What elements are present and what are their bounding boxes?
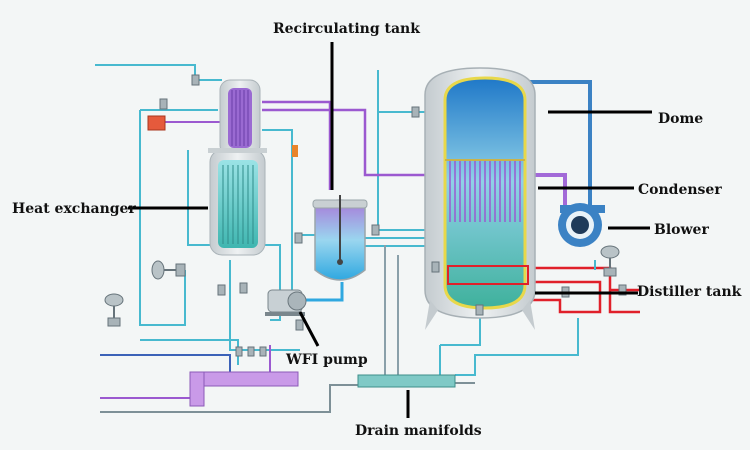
drain-manifold-left-down	[189, 371, 205, 407]
valve-9	[371, 224, 380, 236]
drain-manifolds	[189, 371, 456, 407]
valve-14	[411, 106, 420, 118]
heat-exchanger	[208, 79, 267, 256]
actuator-valve-mid	[151, 260, 186, 280]
valve-1	[191, 74, 200, 86]
orange-indicator	[292, 145, 298, 157]
label-heat-exchanger: Heat exchanger	[12, 201, 136, 217]
actuator-valve-left	[104, 293, 124, 327]
condenser-tubes	[449, 160, 521, 222]
pipe-purple-condenser	[528, 173, 567, 205]
drain-manifold-right	[357, 374, 456, 388]
pump-base	[265, 312, 305, 316]
pipe-cyan-left-vertical	[139, 110, 186, 326]
distiller-tank	[424, 67, 536, 330]
heater-element	[447, 265, 529, 285]
valve-5	[294, 232, 303, 244]
pipe-blue-bottom	[100, 354, 231, 372]
hx-lower-tubes	[222, 165, 254, 244]
pipe-cyan-top	[95, 64, 222, 81]
pipe-cyan-hx-feed	[187, 150, 212, 246]
leader-lines	[128, 42, 652, 418]
valve-7	[247, 346, 255, 357]
valve-8	[259, 346, 267, 357]
blower-hub	[571, 216, 589, 234]
label-dome: Dome	[658, 111, 703, 127]
pipe-cyan-hx-right	[262, 129, 293, 300]
pipe-cyan-bottom-left	[140, 339, 239, 365]
rec-tank-impeller	[337, 259, 343, 265]
pipe-blue-blower-dome	[528, 80, 592, 205]
label-distiller-tank: Distiller tank	[637, 284, 742, 300]
pipe-cyan-hx-mid	[262, 244, 281, 321]
label-blower: Blower	[654, 222, 709, 238]
pipe-cyan-distiller-bottom	[440, 318, 481, 346]
pump-head	[287, 291, 307, 311]
valve-11	[475, 304, 484, 316]
hx-flange	[208, 148, 267, 153]
pipe-cyan-distiller-top	[377, 70, 432, 113]
valve-13	[618, 284, 627, 296]
valve-15	[295, 319, 304, 331]
valve-6	[235, 346, 243, 357]
actuator-valve-right	[600, 245, 620, 277]
leader-wfi-pump	[298, 311, 320, 347]
wfi-pump	[265, 289, 307, 316]
pipe-cyan-lower-line	[229, 260, 300, 351]
label-drain-manifolds: Drain manifolds	[355, 423, 482, 439]
valve-4	[239, 282, 248, 294]
pipe-cyan-right-loop	[455, 318, 579, 376]
drain-manifold-left	[189, 371, 299, 387]
pipe-purple-top	[262, 100, 332, 190]
blower	[558, 203, 605, 247]
valve-3	[217, 284, 226, 296]
label-condenser: Condenser	[638, 182, 722, 198]
recirculating-tank	[312, 195, 368, 281]
pipe-gray-bottom	[100, 384, 358, 413]
hx-upper-tubes	[231, 90, 249, 146]
pipe-red-heater-2	[448, 280, 602, 314]
pipe-purple-to-distiller	[262, 108, 445, 177]
label-recirculating-tank: Recirculating tank	[273, 21, 420, 37]
valve-10	[431, 261, 440, 273]
valve-2	[159, 98, 168, 110]
distiller-leg-left	[425, 300, 438, 330]
pipe-cyan-rec-out	[302, 282, 344, 302]
label-wfi-pump: WFI pump	[285, 352, 368, 368]
heater-control-box	[147, 115, 166, 131]
distiller-leg-right	[522, 300, 535, 330]
